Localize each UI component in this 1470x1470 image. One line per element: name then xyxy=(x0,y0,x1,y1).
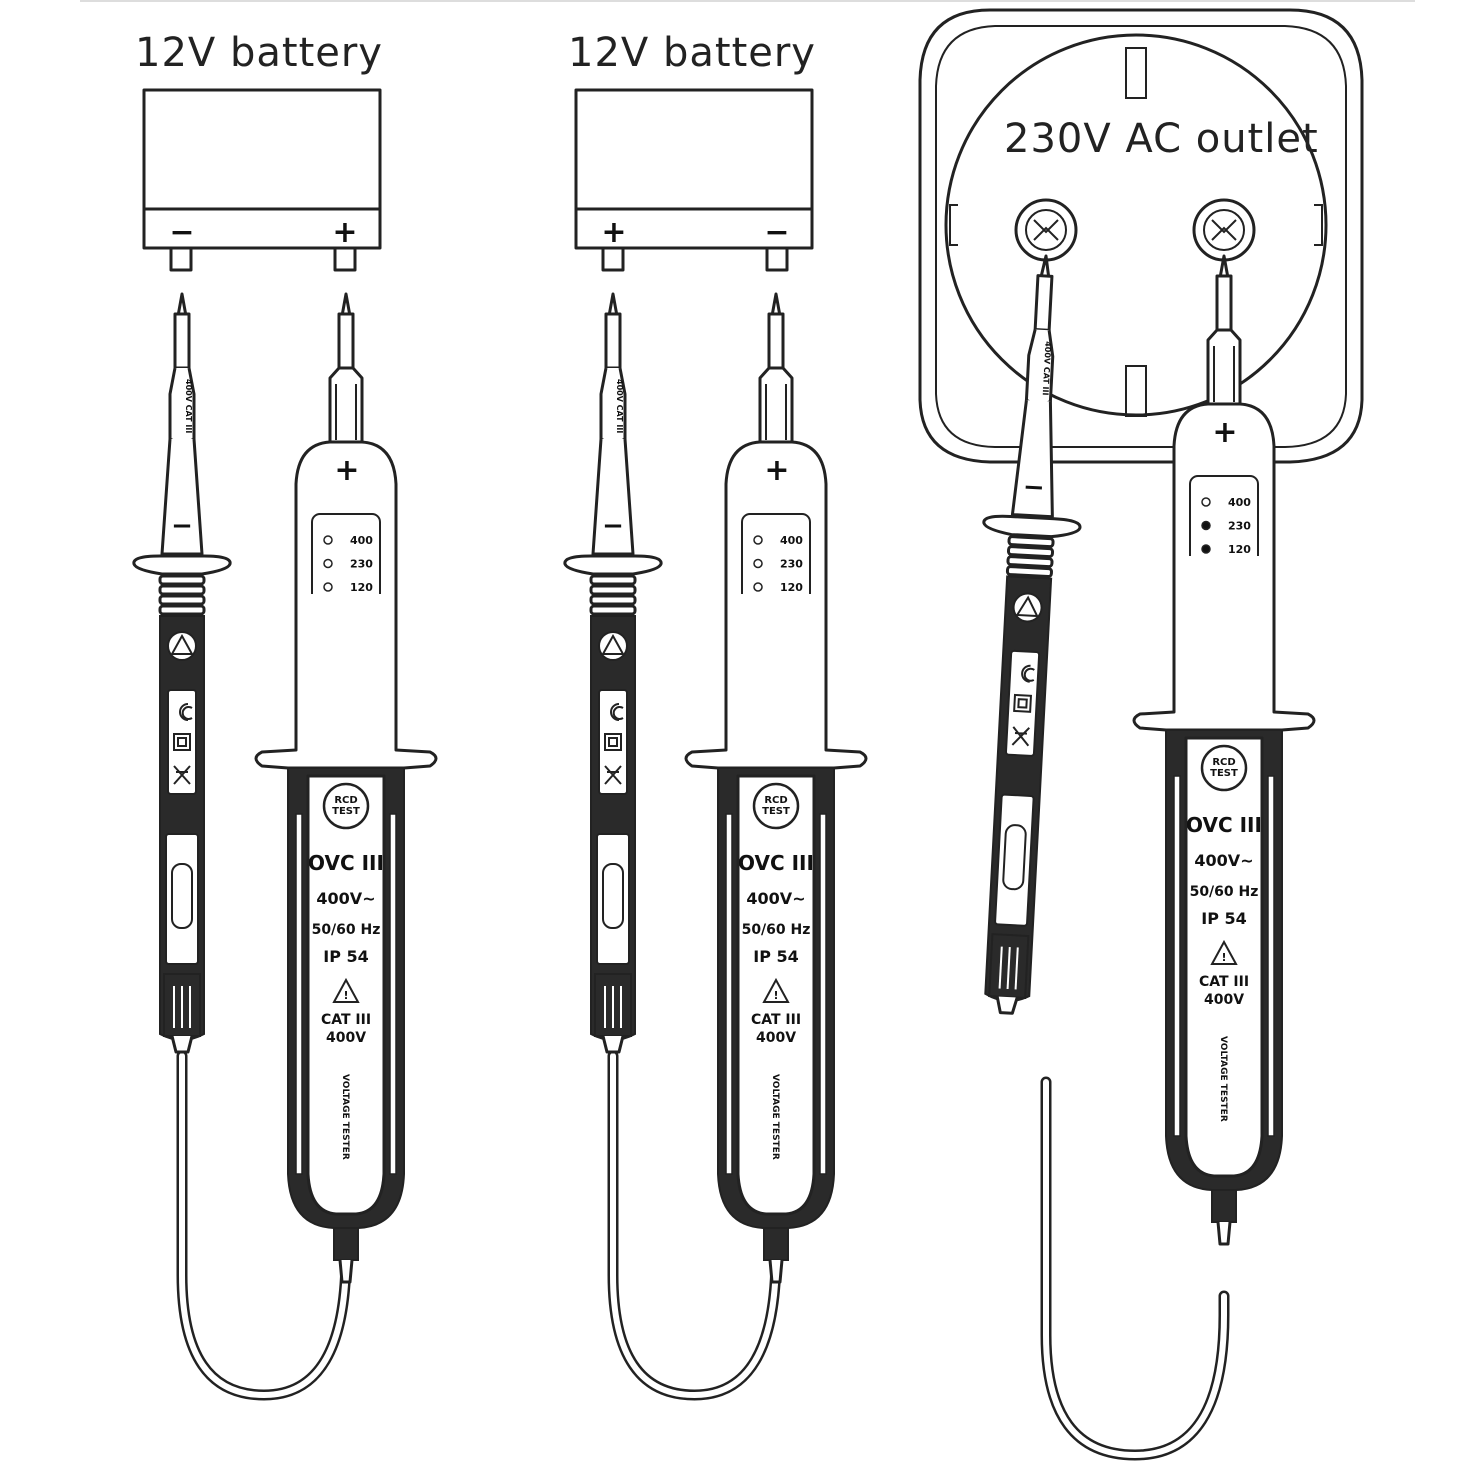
tester-middle-main-rcd-label: RCD xyxy=(764,795,787,806)
tester-left-negative-probe-rating-label: 400V CAT III xyxy=(184,379,193,433)
tester-left-negative-probe-polarity-sign: − xyxy=(171,511,193,541)
tester-left-main-voltage: 400V~ xyxy=(316,889,375,908)
tester-middle-main-led xyxy=(753,535,763,545)
tester-middle-negative-probe: 400V CAT III − xyxy=(563,292,663,1054)
tester-right-main-warning-icon xyxy=(1210,939,1238,965)
tester-left-main-rcd-label: RCD xyxy=(334,795,357,806)
outlet-socket-left xyxy=(1014,198,1078,262)
tester-right-main-cat-voltage: 400V xyxy=(1204,992,1244,1008)
ac-outlet: 230V AC outlet xyxy=(918,8,1364,464)
tester-right-main-scale-label: 400 xyxy=(1228,496,1251,509)
tester-middle-main-brand-label: VOLTAGE TESTER xyxy=(770,1074,780,1160)
battery-middle-terminal-minus: − xyxy=(764,215,789,250)
tester-right-main-ip-rating: IP 54 xyxy=(1201,909,1247,928)
tester-left-main-rcd-label: TEST xyxy=(332,806,360,817)
svg-text:!: ! xyxy=(773,989,778,1002)
tester-left-main-led xyxy=(323,535,333,545)
tester-left-main-cat-voltage: 400V xyxy=(326,1030,366,1046)
battery-left-terminal-minus: − xyxy=(169,215,194,250)
battery-left-label: 12V battery xyxy=(135,30,383,76)
tester-left-main-rating: OVC III xyxy=(308,851,384,875)
tester-middle-main-cat-voltage: 400V xyxy=(756,1030,796,1046)
tester-middle-main-rcd-label: TEST xyxy=(762,806,790,817)
tester-middle-main-led xyxy=(753,582,763,592)
tester-middle-main-rating: OVC III xyxy=(738,851,814,875)
battery-left-terminal-plus: + xyxy=(332,215,357,250)
tester-left-main-rcd-test-button xyxy=(322,782,370,830)
tester-middle-main-frequency: 50/60 Hz xyxy=(742,922,811,938)
tester-right-main-rcd-label: TEST xyxy=(1210,768,1238,779)
tester-middle-main-polarity-sign: + xyxy=(764,453,789,488)
tester-right-main-led xyxy=(1201,497,1211,507)
ac-outlet-label: 230V AC outlet xyxy=(1004,116,1319,162)
tester-left-main-scale-label: 230 xyxy=(350,558,373,571)
tester-right-negative-probe-rating-label: 400V CAT III xyxy=(1041,341,1053,396)
tester-right-main-voltage: 400V~ xyxy=(1194,851,1253,870)
tester-right-negative-probe: 400V CAT III − xyxy=(982,254,1082,1015)
tester-right-main-rcd-label: RCD xyxy=(1212,757,1235,768)
tester-left-main-frequency: 50/60 Hz xyxy=(312,922,381,938)
tester-middle-main-ip-rating: IP 54 xyxy=(753,947,799,966)
tester-right-negative-probe-polarity-sign: − xyxy=(1022,472,1045,503)
tester-right-main-frequency: 50/60 Hz xyxy=(1190,884,1259,900)
tester-middle-main-voltage: 400V~ xyxy=(746,889,805,908)
outlet-socket-right xyxy=(1192,198,1256,262)
tester-left-negative-probe: 400V CAT III − xyxy=(132,292,232,1054)
tester-right-main-scale-label: 120 xyxy=(1228,543,1251,556)
tester-right-main-cat-rating: CAT III xyxy=(1199,974,1249,990)
tester-left-main-scale-label: 120 xyxy=(350,581,373,594)
tester-middle-main-scale-label: 120 xyxy=(780,581,803,594)
tester-middle-main-led xyxy=(753,558,763,569)
svg-text:!: ! xyxy=(1221,951,1226,964)
battery-middle-terminal-plus: + xyxy=(601,215,626,250)
tester-left-main-polarity-sign: + xyxy=(334,453,359,488)
battery-middle: 12V battery + − xyxy=(568,30,816,272)
tester-right-main-scale-label: 230 xyxy=(1228,520,1251,533)
svg-text:!: ! xyxy=(343,989,348,1002)
tester-middle-negative-probe-rating-label: 400V CAT III xyxy=(615,379,624,433)
tester-left-main-brand-label: VOLTAGE TESTER xyxy=(340,1074,350,1160)
tester-left-main-led xyxy=(323,582,333,592)
tester-left-main-cat-rating: CAT III xyxy=(321,1012,371,1028)
tester-left-main-warning-icon xyxy=(332,977,360,1003)
tester-left-main-led xyxy=(323,558,333,569)
battery-left: 12V battery − + xyxy=(135,30,383,272)
tester-right-main-brand-label: VOLTAGE TESTER xyxy=(1218,1036,1228,1122)
tester-right-main-led xyxy=(1201,544,1211,554)
tester-middle-main-warning-icon xyxy=(762,977,790,1003)
tester-middle-main-scale-label: 400 xyxy=(780,534,803,547)
tester-right-main-led xyxy=(1201,520,1211,531)
tester-right-main-rcd-test-button xyxy=(1200,744,1248,792)
tester-middle-negative-probe-polarity-sign: − xyxy=(602,511,624,541)
tester-right-main-rating: OVC III xyxy=(1186,813,1262,837)
battery-middle-label: 12V battery xyxy=(568,30,816,76)
tester-left-main-ip-rating: IP 54 xyxy=(323,947,369,966)
tester-middle-main-rcd-test-button xyxy=(752,782,800,830)
tester-right-negative-probe-certification-marks xyxy=(1005,649,1041,757)
tester-middle-main-cat-rating: CAT III xyxy=(751,1012,801,1028)
tester-middle-main-scale-label: 230 xyxy=(780,558,803,571)
tester-left-main-scale-label: 400 xyxy=(350,534,373,547)
tester-right-main-polarity-sign: + xyxy=(1212,415,1237,450)
